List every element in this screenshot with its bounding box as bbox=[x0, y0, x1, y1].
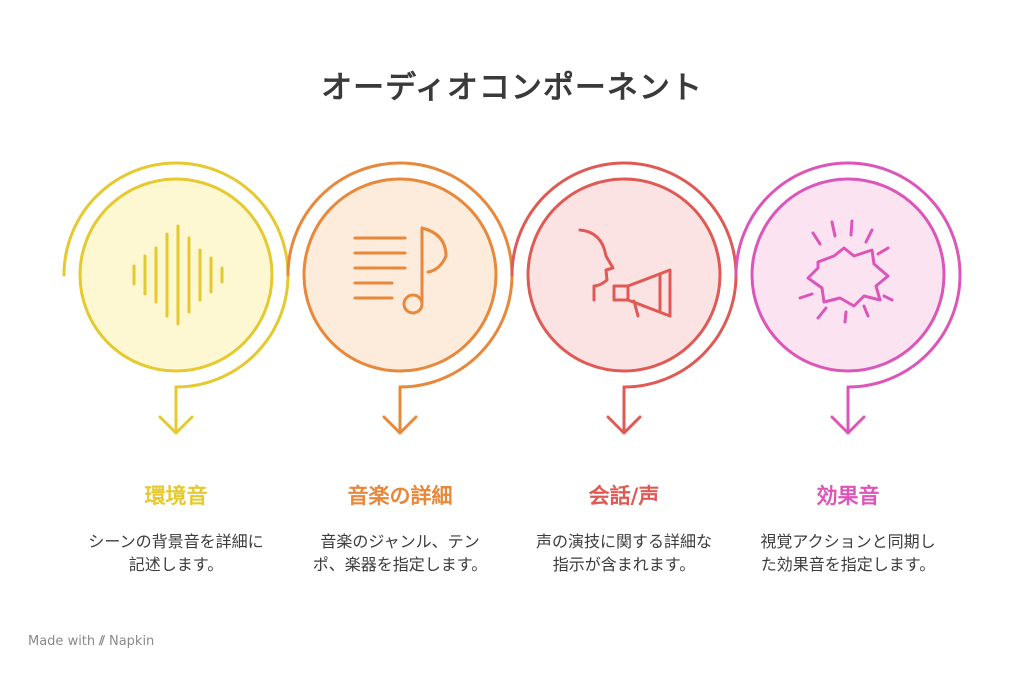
arrow-ambient bbox=[158, 385, 194, 435]
outer-arc-sfx bbox=[734, 161, 962, 389]
component-dialogue bbox=[510, 161, 738, 435]
component-label-sfx: 効果音 bbox=[816, 484, 880, 508]
inner-circle-music bbox=[302, 177, 498, 373]
brand-footer: Made with ⫽ Napkin bbox=[28, 634, 154, 649]
arrow-dialogue bbox=[606, 385, 642, 435]
arrow-sfx bbox=[830, 385, 866, 435]
page-title: オーディオコンポーネント bbox=[321, 70, 703, 106]
explosion-icon bbox=[798, 219, 894, 324]
outer-arc-ambient bbox=[62, 161, 290, 389]
napkin-logo-icon: ⫽ bbox=[99, 634, 105, 649]
outer-arc-dialogue bbox=[510, 161, 738, 389]
component-label-ambient: 環境音 bbox=[144, 484, 208, 508]
speaking-megaphone-icon bbox=[578, 228, 672, 318]
component-music bbox=[286, 161, 514, 435]
component-sfx bbox=[734, 161, 962, 435]
component-ambient bbox=[62, 161, 290, 435]
music-note-icon bbox=[353, 226, 448, 315]
inner-circle-dialogue bbox=[526, 177, 722, 373]
component-description-music: 音楽のジャンル、テンポ、楽器を指定します。 bbox=[312, 532, 488, 574]
brand-name: Napkin bbox=[108, 634, 155, 649]
component-description-sfx: 視覚アクションと同期した効果音を指定します。 bbox=[760, 532, 936, 574]
brand-text: Made with bbox=[28, 634, 96, 649]
component-description-ambient: シーンの背景音を詳細に記述します。 bbox=[88, 532, 264, 574]
outer-arc-music bbox=[286, 161, 514, 389]
component-label-music: 音楽の詳細 bbox=[347, 484, 453, 508]
component-description-dialogue: 声の演技に関する詳細な指示が含まれます。 bbox=[535, 532, 712, 574]
arrow-music bbox=[382, 385, 418, 435]
soundwave-icon bbox=[132, 224, 224, 326]
component-label-dialogue: 会話/声 bbox=[588, 484, 660, 508]
inner-circle-sfx bbox=[750, 177, 946, 373]
inner-circle-ambient bbox=[78, 177, 274, 373]
